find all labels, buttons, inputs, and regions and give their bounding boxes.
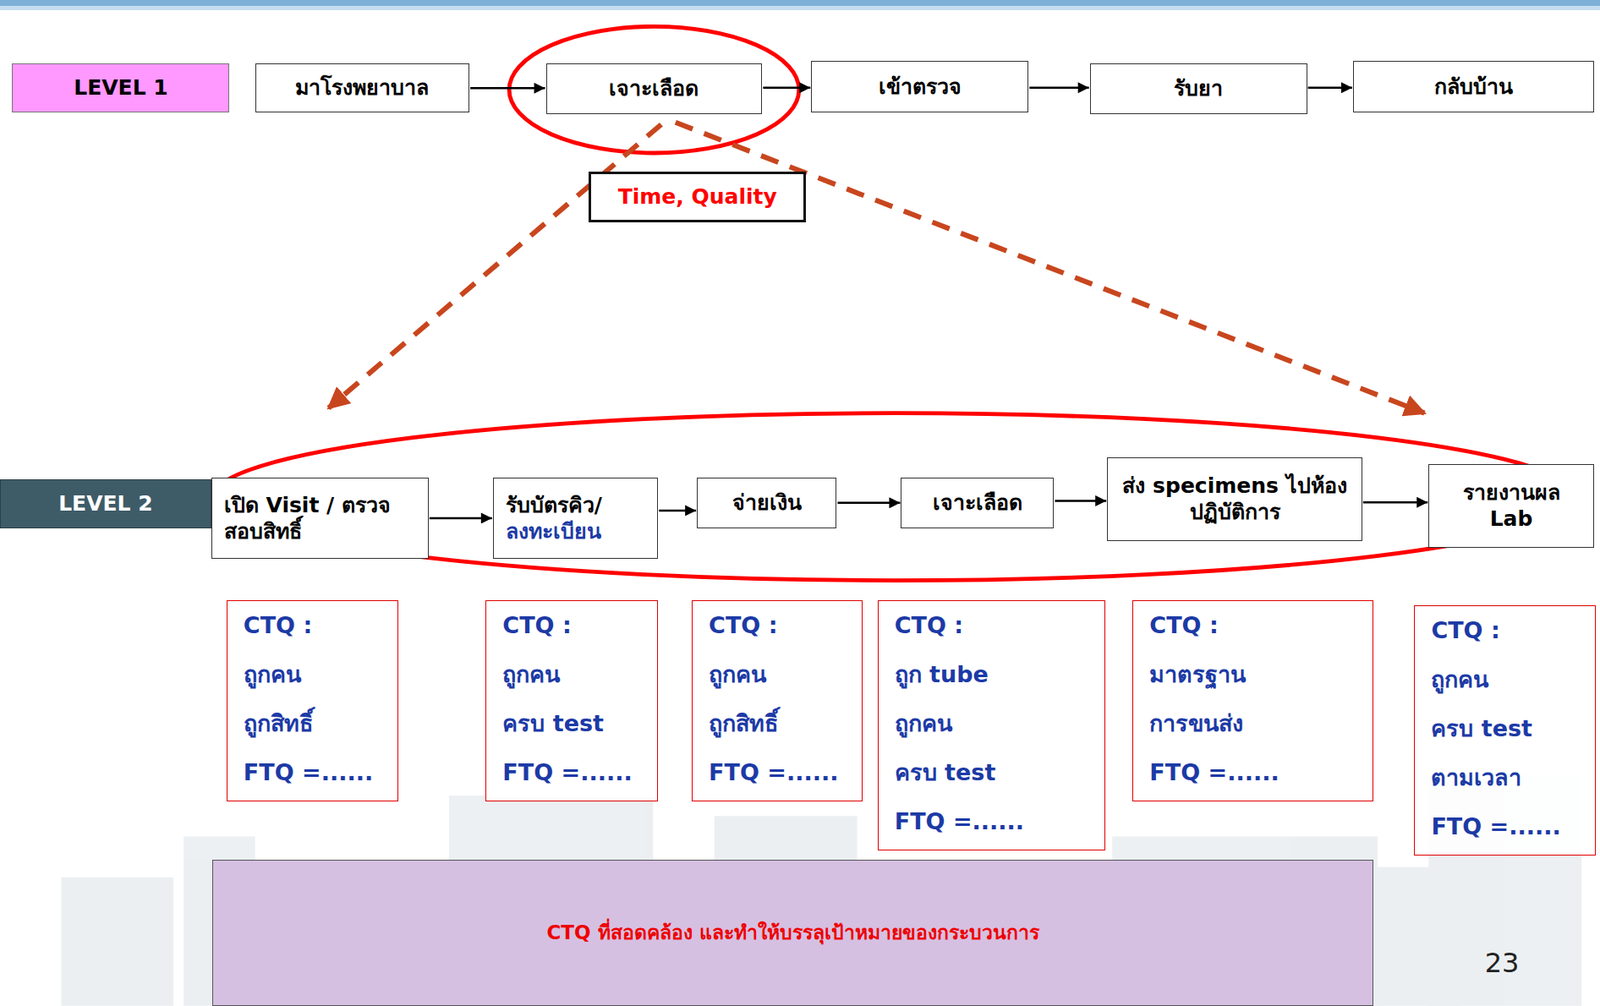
top-band — [0, 5, 1600, 11]
criteria-text: CTQ : — [894, 601, 964, 651]
box-label: กลับบ้าน — [1434, 73, 1513, 100]
ctq-box: CTQ :มาตรฐานการขนส่งFTQ =...... — [1132, 600, 1374, 802]
criteria-text: ถูกคน — [894, 699, 953, 749]
process-box: เจาะเลือด — [900, 477, 1054, 529]
ctq-box: CTQ :ถูกคนครบ testตามเวลาFTQ =...... — [1413, 605, 1596, 856]
box-label: เข้าตรวจ — [878, 73, 962, 100]
flow-arrow — [1054, 499, 1107, 503]
flow-arrow — [470, 87, 546, 90]
criteria-text: ถูกสิทธิ์ — [243, 699, 313, 749]
flow-arrow — [1363, 501, 1428, 505]
zoom-arrow — [328, 124, 662, 408]
flow-arrow — [1029, 87, 1089, 90]
box-label: LEVEL 2 — [58, 490, 153, 517]
process-box: กลับบ้าน — [1353, 60, 1595, 112]
zoom-arrow — [675, 122, 1425, 414]
criteria-text: ถูก tube — [894, 650, 989, 700]
summary-box: CTQ ที่สอดคล้อง และทำให้บรรลุเป้าหมายของ… — [212, 860, 1374, 1006]
box-label: รายงานผล Lab — [1441, 479, 1581, 533]
level-tag: LEVEL 2 — [0, 479, 212, 529]
process-box: มาโรงพยาบาล — [255, 63, 470, 113]
criteria-text: ถูกคน — [1430, 655, 1489, 705]
page-number: 23 — [1484, 947, 1520, 980]
criteria-text: CTQ : — [243, 601, 313, 651]
criteria-text: CTQ : — [502, 601, 571, 651]
process-box: เปิด Visit / ตรวจสอบสิทธิ์ — [211, 477, 429, 560]
box-label: รับบัตรคิว/ — [505, 492, 603, 519]
process-box: รายงานผล Lab — [1428, 464, 1594, 548]
criteria-text: ถูกคน — [502, 650, 560, 700]
process-box: ส่ง specimens ไปห้องปฏิบัติการ — [1106, 457, 1363, 542]
criteria-text: CTQ : — [708, 601, 778, 651]
criteria-text: ครบ test — [502, 699, 604, 749]
criteria-text: ถูกสิทธิ์ — [708, 699, 779, 749]
criteria-text: ถูกคน — [708, 650, 767, 700]
criteria-text: FTQ =...... — [708, 748, 839, 798]
building-silhouette — [60, 775, 1582, 1006]
flow-arrow — [837, 502, 900, 505]
ctq-box: CTQ :ถูกคนครบ testFTQ =...... — [485, 600, 658, 802]
box-label: ลงทะเบียน — [505, 518, 602, 545]
box-label: เจาะเลือด — [608, 75, 699, 102]
criteria-text: FTQ =...... — [1430, 802, 1561, 852]
criteria-text: ครบ test — [1430, 704, 1533, 754]
process-box: เจาะเลือด — [546, 63, 763, 115]
flow-arrow — [429, 517, 493, 521]
level-tag: LEVEL 1 — [11, 63, 230, 113]
ctq-box: CTQ :ถูก tubeถูกคนครบ testFTQ =...... — [877, 600, 1106, 851]
box-label: เจาะเลือด — [932, 489, 1023, 516]
box-label: รับยา — [1173, 75, 1223, 102]
box-label: CTQ ที่สอดคล้อง และทำให้บรรลุเป้าหมายของ… — [546, 920, 1039, 947]
callout-box: Time, Quality — [588, 171, 806, 223]
criteria-text: ตามเวลา — [1430, 753, 1522, 803]
ctq-box: CTQ :ถูกคนถูกสิทธิ์FTQ =...... — [691, 600, 863, 802]
box-label: เปิด Visit / ตรวจสอบสิทธิ์ — [224, 492, 417, 546]
criteria-text: FTQ =...... — [1149, 748, 1279, 798]
process-box: รับยา — [1090, 63, 1308, 115]
ctq-box: CTQ :ถูกคนถูกสิทธิ์FTQ =...... — [226, 600, 399, 802]
criteria-text: FTQ =...... — [502, 748, 632, 798]
box-label: มาโรงพยาบาล — [295, 74, 429, 101]
highlight-ellipse — [509, 26, 800, 154]
process-box: จ่ายเงิน — [696, 477, 837, 529]
criteria-text: CTQ : — [1149, 601, 1218, 651]
box-label: LEVEL 1 — [73, 74, 168, 101]
flow-arrow — [762, 87, 811, 90]
process-box: รับบัตรคิว/ลงทะเบียน — [493, 477, 658, 560]
criteria-text: CTQ : — [1430, 606, 1500, 656]
process-box: เข้าตรวจ — [810, 60, 1029, 112]
criteria-text: FTQ =...... — [243, 748, 373, 798]
flow-arrow — [658, 509, 696, 513]
box-label: Time, Quality — [618, 183, 778, 210]
box-label: จ่ายเงิน — [732, 489, 802, 516]
box-label: ส่ง specimens ไปห้องปฏิบัติการ — [1119, 472, 1350, 527]
criteria-text: ถูกคน — [243, 650, 302, 700]
building — [60, 877, 174, 1006]
criteria-text: ครบ test — [894, 748, 997, 798]
criteria-text: มาตรฐาน — [1149, 650, 1246, 700]
criteria-text: การขนส่ง — [1149, 699, 1244, 749]
top-band — [0, 0, 1600, 6]
criteria-text: FTQ =...... — [894, 797, 1025, 847]
flow-arrow — [1308, 87, 1353, 90]
